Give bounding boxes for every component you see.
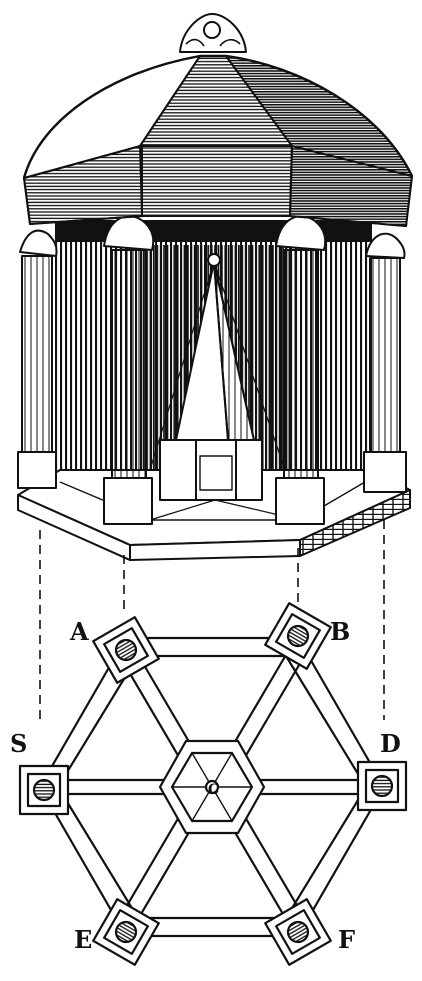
column-base-a	[92, 616, 160, 684]
column-front-right	[275, 215, 327, 525]
label-b: B	[330, 617, 350, 646]
central-obelisk	[149, 253, 286, 501]
dome-roof	[22, 54, 414, 179]
label-d: D	[380, 729, 401, 758]
column-base-f	[264, 898, 332, 966]
column-base-e	[92, 898, 160, 966]
label-f: F	[338, 925, 355, 954]
column-back-left	[17, 229, 58, 489]
projection-lines	[39, 520, 385, 720]
dome-finial	[179, 13, 247, 53]
label-a: A	[69, 617, 89, 646]
column-back-right	[363, 232, 407, 493]
label-s: S	[10, 729, 27, 758]
temple-elevation	[17, 13, 414, 561]
column-base-s	[18, 764, 70, 816]
column-front-left	[103, 215, 155, 525]
ground-plan	[18, 602, 408, 966]
label-e: E	[74, 925, 92, 954]
plan-spokes	[56, 647, 368, 927]
center-post	[204, 779, 220, 795]
column-base-d	[356, 760, 408, 812]
label-c: C	[208, 782, 219, 798]
plan-central-hexagon	[158, 739, 266, 835]
plan-labels: A B S D C E F	[10, 617, 401, 954]
column-base-b	[264, 602, 332, 670]
